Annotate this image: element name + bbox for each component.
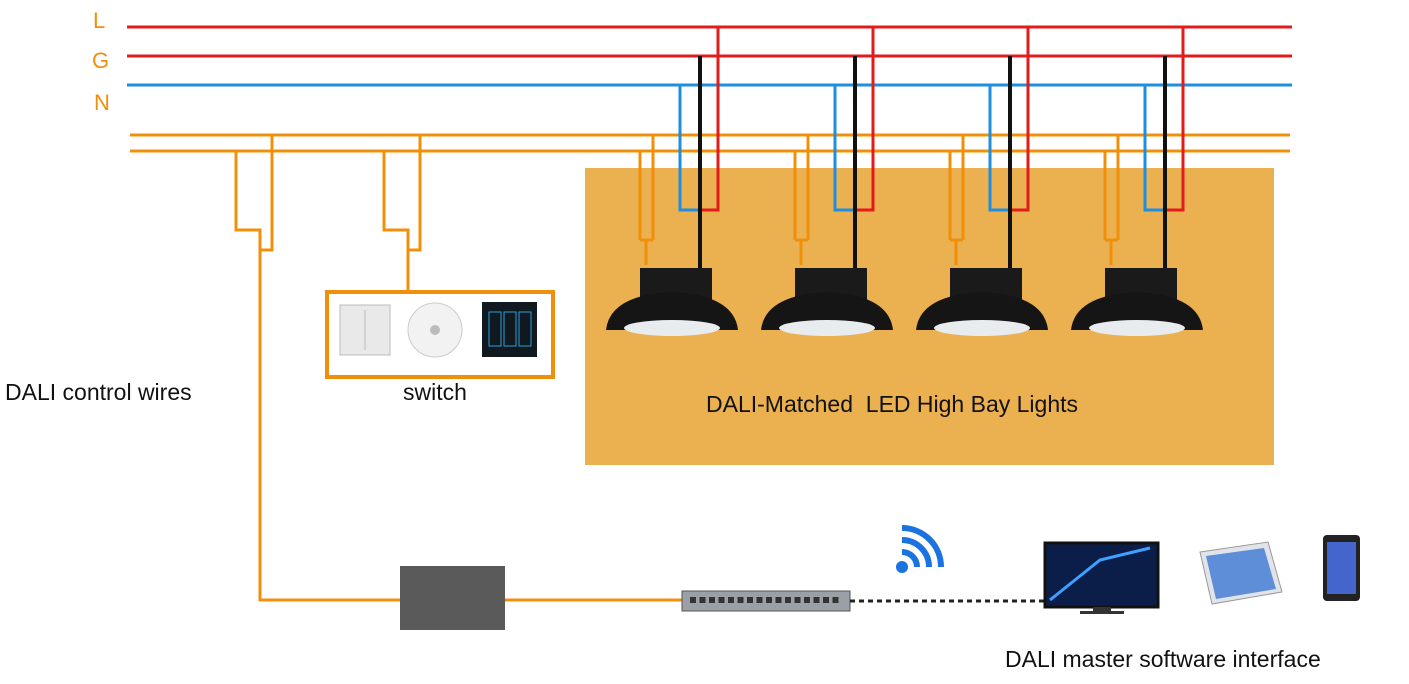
control-wires-label: DALI control wires: [5, 379, 192, 405]
port: [747, 597, 753, 603]
high-bay-light: [606, 27, 738, 336]
light-lens: [779, 320, 875, 336]
neutral-drop: [988, 85, 1010, 212]
live-drop: [1165, 27, 1185, 212]
high-bay-light: [916, 27, 1048, 336]
live-drop: [855, 27, 875, 212]
dali-drop: [793, 135, 810, 265]
lights-label: DALI-Matched LED High Bay Lights: [706, 391, 1078, 417]
light-housing: [1071, 292, 1203, 330]
port: [804, 597, 810, 603]
light-housing: [606, 292, 738, 330]
control-wire-drops: [234, 135, 682, 602]
touch-panel-icon: [482, 302, 537, 357]
light-lens: [1089, 320, 1185, 336]
light-housing: [916, 292, 1048, 330]
label-g: G: [92, 48, 109, 73]
port: [690, 597, 696, 603]
software-label: DALI master software interface: [1005, 646, 1321, 672]
dali-controller-box: [400, 566, 505, 630]
dali-drop: [948, 135, 965, 265]
port: [737, 597, 744, 603]
port: [699, 597, 706, 603]
high-bay-light: [1071, 27, 1203, 336]
port: [718, 597, 725, 603]
light-lens: [934, 320, 1030, 336]
port: [756, 597, 763, 603]
wifi-icon: [896, 525, 944, 573]
tablet-icon[interactable]: [1199, 541, 1283, 605]
light-housing: [761, 292, 893, 330]
monitor-icon[interactable]: [1043, 541, 1160, 614]
network-switch-icon: [681, 590, 851, 612]
phone-icon[interactable]: [1323, 535, 1360, 601]
port: [813, 597, 820, 603]
port: [794, 597, 801, 603]
port: [785, 597, 791, 603]
neutral-drop: [833, 85, 855, 212]
switch-label: switch: [403, 379, 467, 405]
port: [709, 597, 715, 603]
high-bay-lights: [606, 27, 1203, 336]
port: [823, 597, 829, 603]
light-lens: [624, 320, 720, 336]
live-drop: [1010, 27, 1030, 212]
dali-drop: [1103, 135, 1120, 265]
port: [832, 597, 839, 603]
port: [728, 597, 734, 603]
switch-panel[interactable]: [325, 290, 555, 379]
neutral-drop: [1143, 85, 1165, 212]
neutral-drop: [678, 85, 700, 212]
live-drop: [700, 27, 720, 212]
port: [775, 597, 782, 603]
port: [766, 597, 772, 603]
label-l: L: [93, 8, 105, 33]
dali-drop: [638, 135, 655, 265]
label-n: N: [94, 90, 110, 115]
high-bay-light: [761, 27, 893, 336]
